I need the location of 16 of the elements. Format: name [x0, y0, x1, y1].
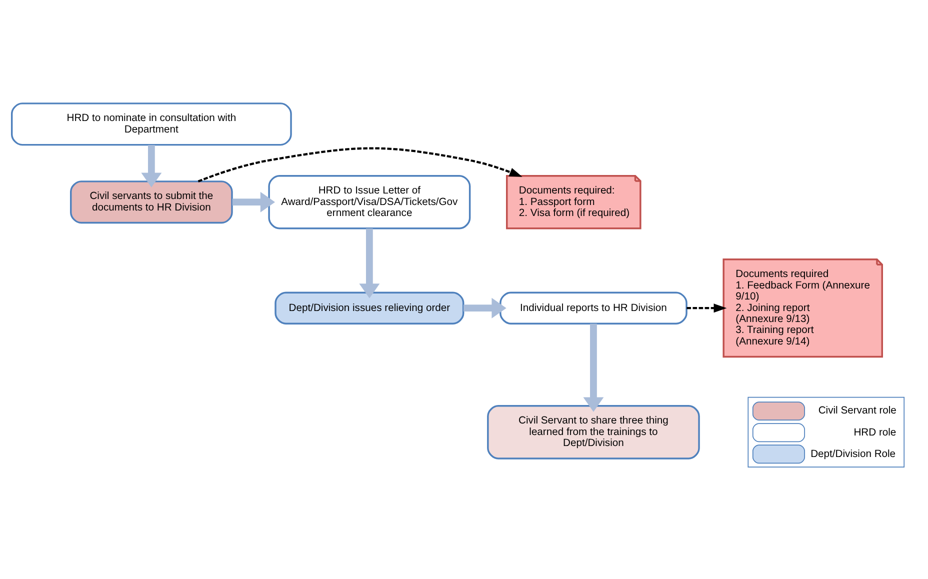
node-box: Dept/Division issues relieving order — [274, 291, 464, 324]
arrow — [359, 228, 380, 298]
legend-label: Dept/Division Role — [810, 448, 896, 460]
arrow — [583, 323, 604, 412]
arrow — [464, 297, 506, 318]
legend-label: Civil Servant role — [818, 405, 896, 416]
node-box: Individual reports to HR Division — [500, 291, 688, 324]
arrow — [198, 146, 522, 182]
node-box: Civil servants to submit the documents to HR Division — [70, 180, 233, 224]
arrow — [232, 191, 276, 212]
arrow — [686, 303, 727, 312]
arrow — [141, 144, 162, 187]
node-box: Civil Servant to share three thing learned from the trainings to Dept/Division — [487, 404, 700, 459]
node-box: HRD to nominate in consultation with Department — [10, 102, 292, 146]
legend-label: HRD role — [854, 426, 896, 438]
node-box: HRD to Issue Letter of Award/Passport/Visa/DSA/Tickets/Gov ernment clearance — [268, 174, 471, 229]
